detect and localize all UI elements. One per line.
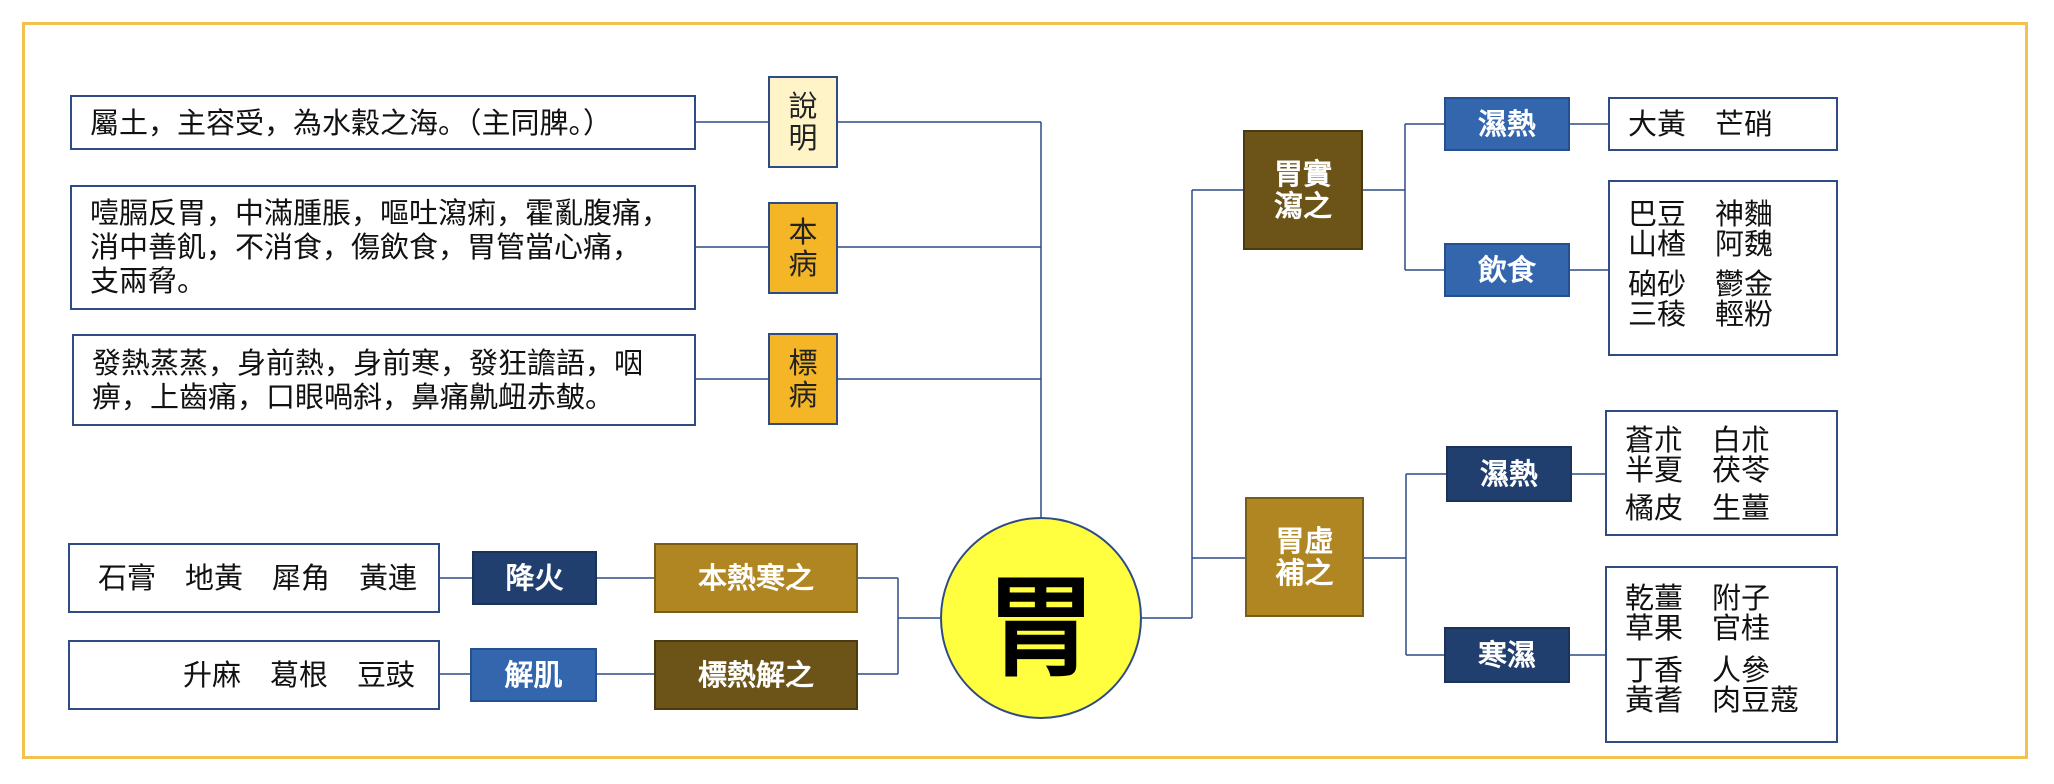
herb-row: 大黃 芒硝 (1628, 107, 1774, 141)
deficiency-tonify-tag-line: 胃虛 (1275, 524, 1334, 558)
herb-row: 巴豆 神麯 (1628, 197, 1774, 231)
branch-heat-method-label: 解肌 (504, 658, 563, 692)
primary-disease-line: 消中善飢，不消食，傷飲食，胃管當心痛， (90, 230, 642, 264)
herb-row: 山楂 阿魏 (1628, 227, 1774, 261)
deficiency-cold-damp-label: 寒濕 (1477, 638, 1536, 672)
excess-food-herbs-box: 巴豆 神麯 山楂 阿魏 硇砂 鬱金 三稜 輕粉 (1608, 180, 1838, 356)
root-heat-treatment-label: 本熱寒之 (697, 561, 814, 595)
branch-heat-method-tag: 解肌 (470, 648, 597, 702)
excess-damp-heat-label: 濕熱 (1477, 107, 1536, 141)
deficiency-cold-damp-tag: 寒濕 (1444, 627, 1570, 683)
excess-food-label: 飲食 (1477, 253, 1536, 287)
primary-disease-line: 噎膈反胃，中滿腫脹，嘔吐瀉痢，霍亂腹痛， (90, 196, 671, 230)
deficiency-cold-damp-herbs-box: 乾薑 附子 草果 官桂 丁香 人參 黃耆 肉豆蔻 (1605, 566, 1838, 743)
herb-row: 硇砂 鬱金 (1628, 267, 1774, 301)
primary-disease-line: 支兩脅。 (90, 264, 207, 298)
explanation-line: 屬土，主容受，為水穀之海。（主同脾。） (90, 106, 613, 140)
herb-row: 草果 官桂 (1625, 611, 1771, 645)
root-heat-method-label: 降火 (505, 561, 564, 595)
explanation-tag-char: 說 (788, 89, 818, 123)
stomach-center-label: 胃 (986, 563, 1096, 692)
secondary-disease-tag-char: 標 (788, 346, 818, 380)
excess-purge-tag-line: 瀉之 (1273, 189, 1332, 223)
secondary-disease-line: 痹，上齒痛，口眼喎斜，鼻痛鼽衄赤皶。 (92, 380, 615, 414)
explanation-tag: 說 明 (768, 76, 838, 168)
excess-purge-tag-line: 胃實 (1273, 157, 1332, 191)
secondary-disease-text-box: 發熱蒸蒸，身前熱，身前寒，發狂譫語，咽 痹，上齒痛，口眼喎斜，鼻痛鼽衄赤皶。 (72, 334, 696, 426)
herb-row: 黃耆 肉豆蔻 (1625, 683, 1800, 717)
herb-row: 丁香 人參 (1625, 653, 1771, 687)
herb-row: 半夏 茯苓 (1625, 453, 1771, 487)
explanation-tag-char: 明 (788, 121, 818, 155)
deficiency-tonify-tag: 胃虛 補之 (1245, 497, 1364, 617)
primary-disease-text-box: 噎膈反胃，中滿腫脹，嘔吐瀉痢，霍亂腹痛， 消中善飢，不消食，傷飲食，胃管當心痛，… (70, 185, 696, 310)
explanation-text-box: 屬土，主容受，為水穀之海。（主同脾。） (70, 95, 696, 150)
herb-row: 三稜 輕粉 (1628, 297, 1774, 331)
diagram-frame (22, 22, 2028, 759)
herb-row: 橘皮 生薑 (1625, 491, 1771, 525)
branch-heat-herbs-box: 升麻 葛根 豆豉 (68, 640, 440, 710)
excess-damp-heat-herbs-box: 大黃 芒硝 (1608, 97, 1838, 151)
excess-food-tag: 飲食 (1444, 243, 1570, 297)
stomach-center-node: 胃 (940, 517, 1142, 719)
primary-disease-tag-char: 病 (788, 247, 818, 281)
excess-damp-heat-tag: 濕熱 (1444, 97, 1570, 151)
deficiency-tonify-tag-line: 補之 (1275, 556, 1334, 590)
root-heat-method-tag: 降火 (472, 551, 597, 605)
secondary-disease-tag-char: 病 (788, 378, 818, 412)
deficiency-damp-heat-herbs-box: 蒼朮 白朮 半夏 茯苓 橘皮 生薑 (1605, 410, 1838, 536)
herb-row: 蒼朮 白朮 (1625, 423, 1771, 457)
excess-purge-tag: 胃實 瀉之 (1243, 130, 1363, 250)
deficiency-damp-heat-label: 濕熱 (1479, 457, 1538, 491)
primary-disease-tag-char: 本 (788, 215, 818, 249)
branch-heat-treatment-label: 標熱解之 (697, 658, 814, 692)
secondary-disease-line: 發熱蒸蒸，身前熱，身前寒，發狂譫語，咽 (92, 346, 644, 380)
root-heat-treatment-tag: 本熱寒之 (654, 543, 858, 613)
branch-heat-herbs: 升麻 葛根 豆豉 (183, 658, 416, 692)
deficiency-damp-heat-tag: 濕熱 (1446, 446, 1572, 502)
herb-row: 乾薑 附子 (1625, 581, 1771, 615)
root-heat-herbs: 石膏 地黃 犀角 黃連 (98, 561, 418, 595)
primary-disease-tag: 本 病 (768, 202, 838, 294)
secondary-disease-tag: 標 病 (768, 333, 838, 425)
root-heat-herbs-box: 石膏 地黃 犀角 黃連 (68, 543, 440, 613)
branch-heat-treatment-tag: 標熱解之 (654, 640, 858, 710)
